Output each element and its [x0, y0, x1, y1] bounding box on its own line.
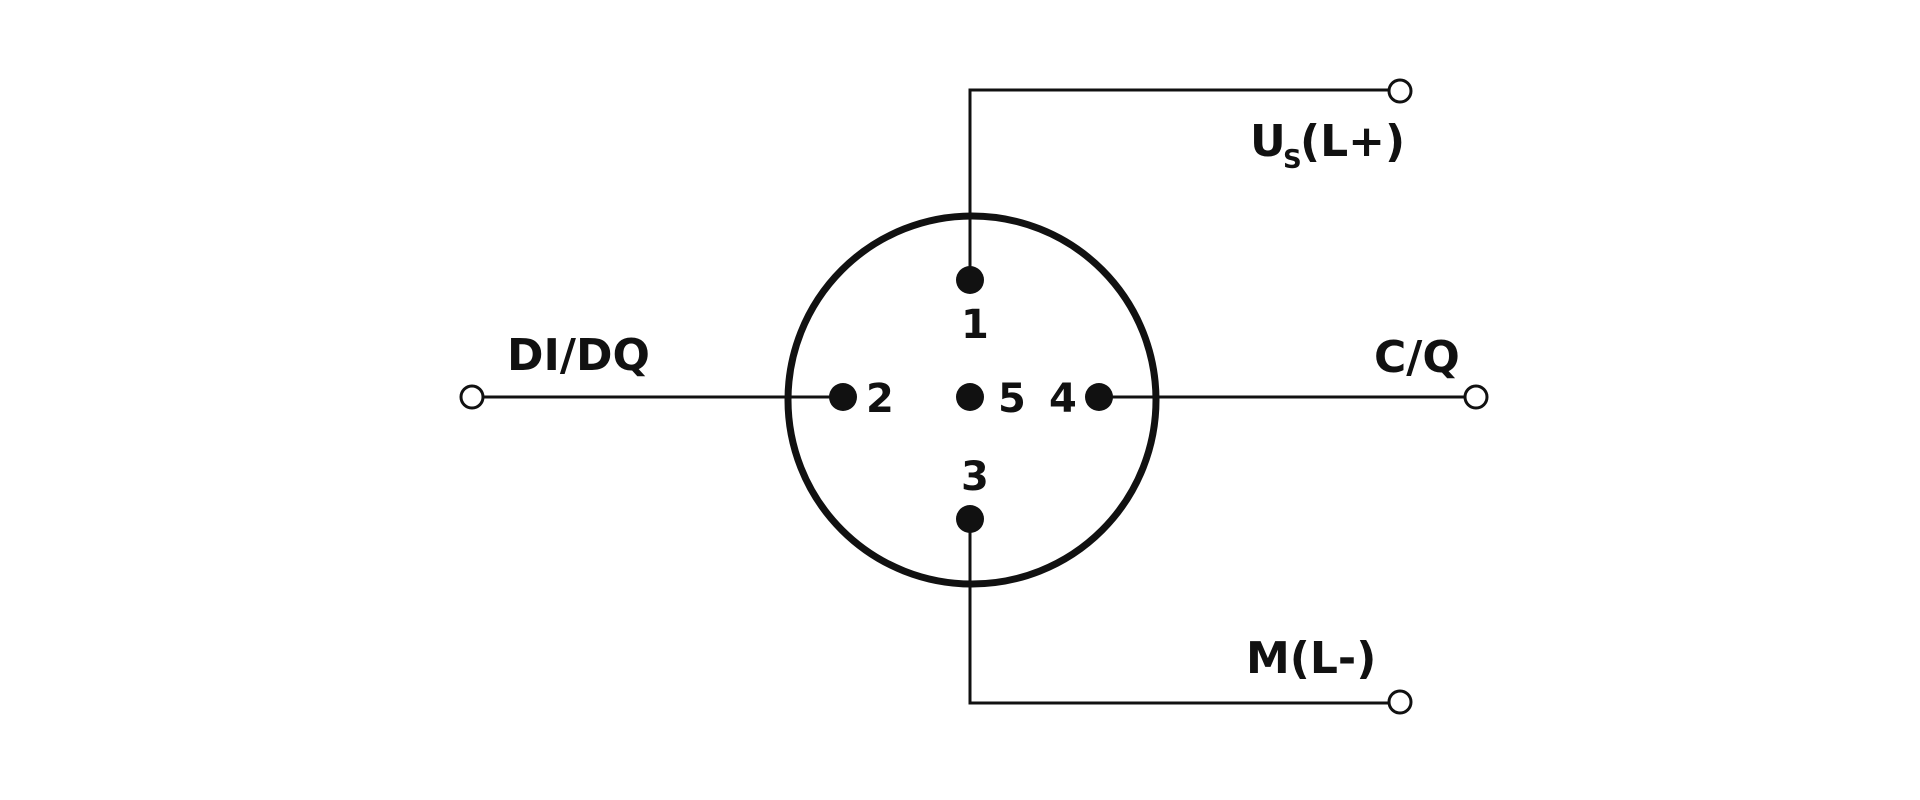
signal-label-us-suffix: (L+): [1300, 116, 1405, 167]
pin-4: [1085, 383, 1113, 411]
terminal-c-q: [1463, 384, 1489, 410]
signal-label-c-q: C/Q: [1374, 332, 1460, 383]
signal-label-us-main: U: [1250, 116, 1286, 167]
terminal-m: [1387, 689, 1413, 715]
pin-5-number: 5: [998, 376, 1026, 422]
signal-label-di-dq: DI/DQ: [507, 330, 650, 381]
pin-1: [956, 266, 984, 294]
terminal-di-dq: [459, 384, 485, 410]
pin-3-number: 3: [961, 454, 989, 500]
signal-label-m: M(L-): [1246, 633, 1376, 684]
pin-3: [956, 505, 984, 533]
signal-label-us: U S (L+): [1250, 116, 1405, 175]
pin-1-number: 1: [961, 302, 989, 348]
pin-2-number: 2: [866, 376, 894, 422]
pin-4-number: 4: [1049, 376, 1077, 422]
signal-label-us-subscript: S: [1283, 145, 1302, 175]
pin-2: [829, 383, 857, 411]
pin-5: [956, 383, 984, 411]
terminal-us: [1387, 78, 1413, 104]
connector-housing: [784, 212, 1160, 588]
